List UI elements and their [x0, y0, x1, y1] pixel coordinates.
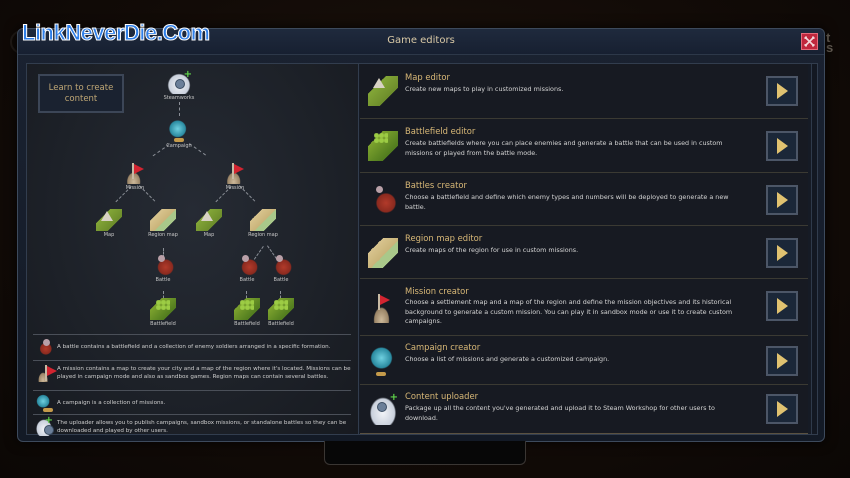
campaign-globe-icon	[166, 120, 192, 142]
tree-node-mission: Mission	[205, 162, 265, 191]
battle-icon	[234, 254, 260, 276]
open-mission-creator-button[interactable]	[766, 291, 798, 321]
open-region-map-editor-button[interactable]	[766, 238, 798, 268]
steam-upload-icon	[166, 69, 192, 94]
mission-flag-icon	[222, 162, 248, 184]
tree-node-region-map: Region map	[233, 209, 293, 238]
editor-row-campaign-creator: Campaign creator Choose a list of missio…	[360, 336, 808, 385]
tree-node-region-map: Region map	[133, 209, 193, 238]
battle-icon	[35, 338, 53, 356]
map-icon	[368, 76, 398, 106]
play-icon	[776, 83, 788, 99]
play-icon	[776, 245, 788, 261]
tree-node-map: Map	[179, 209, 239, 238]
campaign-globe-icon	[35, 394, 53, 412]
tree-node-battlefield: Battlefield	[133, 298, 193, 327]
connector-line	[179, 102, 180, 116]
tree-node-battlefield: Battlefield	[217, 298, 277, 327]
close-icon	[804, 36, 815, 47]
tree-node-mission: Mission	[105, 162, 165, 191]
bottom-tab-panel	[324, 441, 526, 465]
connector-line	[280, 291, 281, 303]
mission-flag-icon	[122, 162, 148, 184]
battle-icon	[150, 254, 176, 276]
tree-node-map: Map	[79, 209, 139, 238]
scrollbar[interactable]	[811, 64, 817, 434]
editor-row-map-editor: Map editor Create new maps to play in cu…	[360, 64, 808, 119]
mission-flag-icon	[35, 364, 57, 382]
legend-campaign: A campaign is a collection of missions.	[33, 390, 351, 415]
battlefield-icon	[368, 131, 398, 161]
battlefield-icon	[150, 298, 176, 320]
tree-node-battle: Battle	[133, 254, 193, 283]
open-battlefield-editor-button[interactable]	[766, 131, 798, 161]
open-campaign-creator-button[interactable]	[766, 346, 798, 376]
editor-row-battlefield-editor: Battlefield editor Create battlefields w…	[360, 119, 808, 173]
editor-row-battles-creator: Battles creator Choose a battlefield and…	[360, 173, 808, 226]
legend-uploader: The uploader allows you to publish campa…	[33, 414, 351, 439]
dialog-title: Game editors	[387, 35, 455, 46]
map-icon	[96, 209, 122, 231]
open-content-uploader-button[interactable]	[766, 394, 798, 424]
region-map-icon	[150, 209, 176, 231]
region-map-icon	[368, 238, 398, 268]
tree-node-battle: Battle	[251, 254, 311, 283]
play-icon	[776, 401, 788, 417]
connector-line	[163, 291, 164, 303]
open-map-editor-button[interactable]	[766, 76, 798, 106]
legend-battle: A battle contains a battlefield and a co…	[33, 334, 351, 359]
campaign-globe-icon	[368, 346, 398, 376]
content-hierarchy-panel: Learn to create content Steamworks Cam	[27, 64, 359, 436]
tree-node-steamworks: Steamworks	[149, 69, 209, 101]
mission-flag-icon	[368, 293, 398, 323]
tree-node-battlefield: Battlefield	[251, 298, 311, 327]
editor-row-mission-creator: Mission creator Choose a settlement map …	[360, 279, 808, 336]
legend-mission: A mission contains a map to create your …	[33, 360, 351, 385]
play-icon	[776, 138, 788, 154]
tree-node-battle: Battle	[217, 254, 277, 283]
editor-row-region-map-editor: Region map editor Create maps of the reg…	[360, 226, 808, 279]
play-icon	[776, 353, 788, 369]
close-button[interactable]	[801, 33, 818, 50]
steam-upload-icon	[35, 415, 54, 436]
game-editors-dialog: Game editors Learn to create content	[17, 28, 825, 442]
battlefield-icon	[234, 298, 260, 320]
learn-to-create-content-button[interactable]: Learn to create content	[38, 74, 124, 113]
battlefield-icon	[268, 298, 294, 320]
steam-upload-icon	[368, 392, 398, 425]
play-icon	[776, 192, 788, 208]
editors-list: Map editor Create new maps to play in cu…	[360, 64, 817, 434]
connector-line	[246, 291, 247, 303]
tree-node-campaign: Campaign	[149, 120, 209, 149]
region-map-icon	[250, 209, 276, 231]
battle-icon	[368, 185, 398, 215]
open-battles-creator-button[interactable]	[766, 185, 798, 215]
battle-icon	[268, 254, 294, 276]
dialog-titlebar: Game editors	[18, 29, 824, 55]
watermark: LinkNeverDie.Com	[22, 20, 211, 46]
connector-line	[163, 248, 164, 258]
map-icon	[196, 209, 222, 231]
dialog-content: Learn to create content Steamworks Cam	[26, 63, 818, 436]
editor-row-content-uploader: Content uploader Package up all the cont…	[360, 385, 808, 434]
play-icon	[776, 298, 788, 314]
